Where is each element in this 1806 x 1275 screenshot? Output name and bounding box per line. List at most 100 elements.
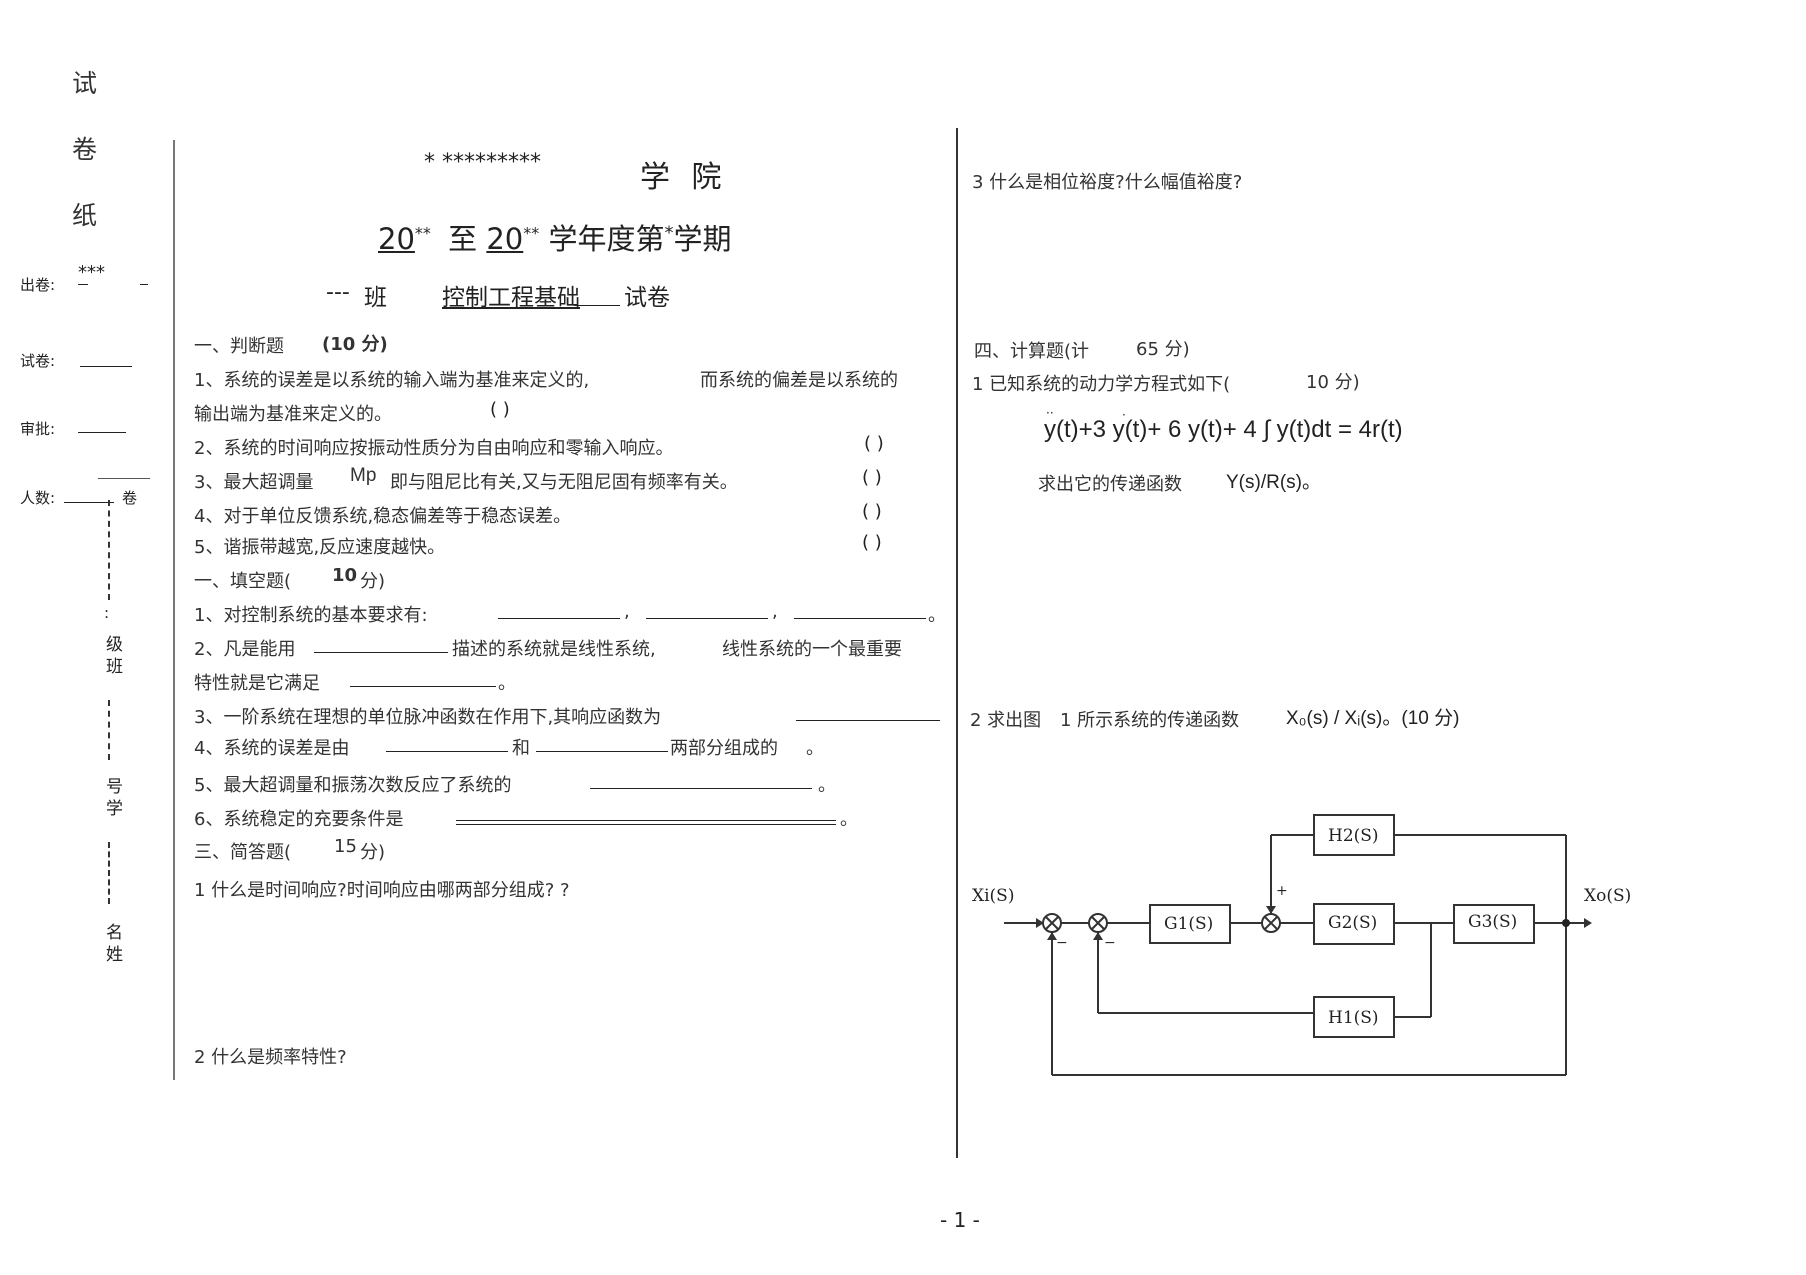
fill-q4-b: 和 <box>512 738 530 759</box>
fill-q3: 3、一阶系统在理想的单位脉冲函数在作用下,其响应函数为 <box>194 707 662 728</box>
class-char-1: 级 <box>106 635 123 655</box>
tf-q5-answer[interactable]: ( ) <box>862 532 882 553</box>
chujuan-label: 出卷: <box>20 276 56 294</box>
tf-q2-answer[interactable]: ( ) <box>864 433 884 454</box>
calc-q2-tf: X₀(s) / Xᵢ(s)。(10 分) <box>1286 708 1460 729</box>
minus-sign-1: − <box>1056 935 1068 951</box>
tf-q4: 4、对于单位反馈系统,稳态偏差等于稳态误差。 <box>194 506 572 527</box>
class-word: 班 <box>364 285 387 311</box>
tf-q2: 2、系统的时间响应按振动性质分为自由响应和零输入响应。 <box>194 438 674 459</box>
page-number: - 1 - <box>940 1208 980 1232</box>
year-to: 20 <box>486 222 524 256</box>
section3-points-suffix: 分) <box>360 842 386 863</box>
fill-q1-blank3[interactable] <box>794 618 926 619</box>
tf-q3-answer[interactable]: ( ) <box>862 467 882 488</box>
school-prefix: * ********* <box>424 150 541 175</box>
output-arrowhead <box>1584 918 1592 928</box>
school-name: 学 院 <box>640 160 728 195</box>
h2-label: H2(S) <box>1328 826 1379 846</box>
renshu-suffix: 卷 <box>122 489 138 507</box>
fill-q5-blank[interactable] <box>590 788 812 789</box>
colon-1: : <box>104 604 110 622</box>
fill-q2-c: 线性系统的一个最重要 <box>722 639 902 660</box>
tf-q1-b: 而系统的偏差是以系统的 <box>700 370 898 391</box>
fill-q4-period: 。 <box>806 738 824 759</box>
fill-q1-comma1: , <box>624 601 630 622</box>
column-divider <box>956 128 958 1158</box>
shijuan-blank <box>80 366 132 367</box>
name-char-2: 姓 <box>106 945 123 965</box>
section4-heading: 四、计算题(计 <box>974 341 1090 362</box>
fill-q2-a: 2、凡是能用 <box>194 639 296 660</box>
id-char-1: 号 <box>106 777 123 797</box>
year-to-word: 至 <box>448 222 478 256</box>
fill-q2-b: 描述的系统就是线性系统, <box>452 639 656 660</box>
fill-q4-a: 4、系统的误差是由 <box>194 738 350 759</box>
section1-points: (10 分) <box>322 334 388 355</box>
shenpi-blank <box>78 432 126 433</box>
fill-q1-blank2[interactable] <box>646 618 768 619</box>
fill-q2-d: 特性就是它满足 <box>194 673 320 694</box>
fill-q2-blank2[interactable] <box>350 686 496 687</box>
tf-q3-a: 3、最大超调量 <box>194 472 314 493</box>
fill-q3-blank[interactable] <box>796 720 940 721</box>
tf-q1-answer[interactable]: ( ) <box>490 399 510 420</box>
side-char-juan: 卷 <box>72 135 98 164</box>
section2-heading: 一、填空题( <box>194 571 292 592</box>
g1-label: G1(S) <box>1164 914 1213 934</box>
fill-q1-comma2: , <box>772 601 778 622</box>
calc-q1-equation: y(t)+3 y(t)+ 6 y(t)+ 4 ∫ y(t)dt = 4r(t) <box>1044 416 1403 443</box>
calc-q1-points: 10 分) <box>1306 372 1360 393</box>
plus-sign: + <box>1276 883 1288 899</box>
fill-q2-blank1[interactable] <box>314 652 448 653</box>
fill-q1-blank1[interactable] <box>498 618 620 619</box>
chujuan-underline <box>78 284 88 285</box>
section3-heading: 三、简答题( <box>194 842 292 863</box>
binding-dash-3 <box>108 842 111 904</box>
sa-q2: 2 什么是频率特性? <box>194 1047 347 1068</box>
term-suffix: 学期 <box>673 222 732 256</box>
renshu-blank <box>64 502 114 503</box>
input-arrowhead <box>1036 918 1044 928</box>
left-margin-rule <box>173 140 175 1080</box>
section2-points-suffix: 分) <box>360 571 386 592</box>
fill-q1-period: 。 <box>928 605 946 626</box>
calc-q1-b: 求出它的传递函数 <box>1038 474 1182 495</box>
section2-points: 10 <box>332 565 358 586</box>
shenpi-label: 审批: <box>20 420 56 438</box>
tf-q1-c: 输出端为基准来定义的。 <box>194 404 392 425</box>
term-text: 学年度第 <box>548 222 665 256</box>
g3-label: G3(S) <box>1468 912 1517 932</box>
fill-q4-blank1[interactable] <box>386 751 508 752</box>
side-char-zhi: 纸 <box>72 201 98 230</box>
side-char-shi: 试 <box>72 69 98 98</box>
id-char-2: 学 <box>106 799 123 819</box>
year-from-sup: ** <box>414 223 431 243</box>
fill-q6: 6、系统稳定的充要条件是 <box>194 809 404 830</box>
fill-q6-blank[interactable] <box>456 820 836 821</box>
h1-block <box>1313 996 1395 1038</box>
tf-q4-answer[interactable]: ( ) <box>862 501 882 522</box>
binding-dash-1 <box>108 500 111 600</box>
equation-dots-1: ·· <box>1046 406 1054 420</box>
renshu-label: 人数: <box>20 489 56 507</box>
section1-heading: 一、判断题 <box>194 336 284 357</box>
paper-word: 试卷 <box>624 285 670 311</box>
takeoff-point <box>1562 919 1570 927</box>
year-to-sup: ** <box>523 223 540 243</box>
section3-points: 15 <box>334 836 357 857</box>
shijuan-label: 试卷: <box>20 352 56 370</box>
fill-q4-blank2[interactable] <box>536 751 668 752</box>
course-underline-ext <box>574 305 620 306</box>
class-prefix: --- <box>326 280 350 305</box>
fill-q4-c: 两部分组成的 <box>670 738 778 759</box>
tf-q5: 5、谐振带越宽,反应速度越快。 <box>194 537 446 558</box>
fill-q6-blank-double <box>456 824 836 825</box>
year-from: 20 <box>378 222 415 256</box>
sa-q1: 1 什么是时间响应?时间响应由哪两部分组成? ? <box>194 880 570 901</box>
section4-points: 65 分) <box>1136 339 1190 360</box>
fill-q5-period: 。 <box>818 775 836 796</box>
calc-q2-a: 2 求出图 <box>970 710 1042 731</box>
sa-q3: 3 什么是相位裕度?什么幅值裕度? <box>972 172 1243 193</box>
chujuan-underline-tail <box>140 284 148 285</box>
